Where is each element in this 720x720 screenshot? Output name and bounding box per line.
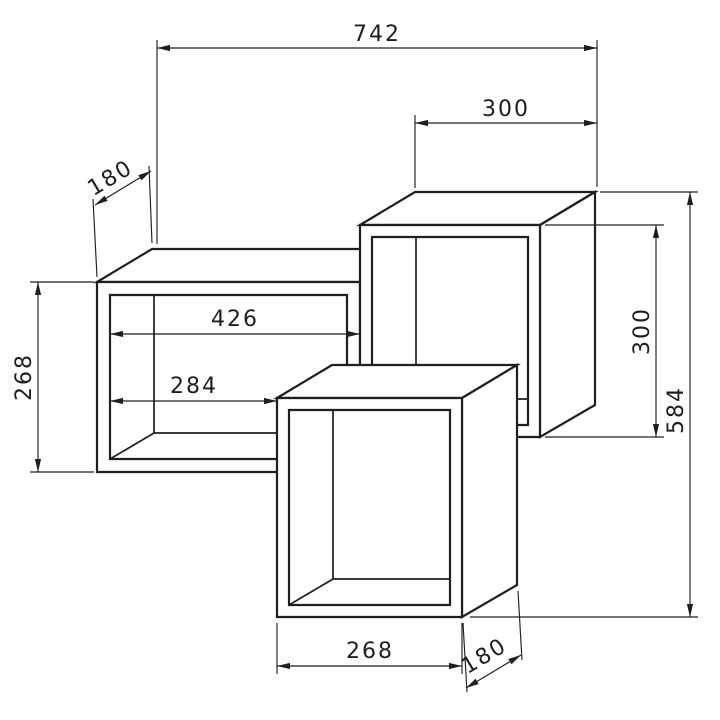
dim-shelf-height: 268 [12, 281, 94, 473]
extension-line [92, 198, 98, 278]
dim-label-overall-width: 742 [353, 22, 401, 47]
dim-label-bottom-box-depth: 180 [458, 633, 512, 679]
dim-label-top-box-width: 300 [482, 97, 530, 122]
bottom-cube-opening [287, 408, 452, 607]
dim-label-shelf-height: 268 [12, 353, 37, 401]
top-cube-right-face [538, 190, 597, 439]
dim-top-box-height: 300 [545, 224, 664, 438]
dim-shelf-inner-upper: 426 [110, 307, 360, 338]
bottom-cube-interior-edges [288, 410, 450, 606]
dim-label-bottom-box-width: 268 [346, 639, 394, 664]
dim-overall-width: 742 [156, 22, 598, 244]
dim-label-top-box-height: 300 [630, 307, 655, 355]
dim-label-shelf-inner-upper: 426 [211, 307, 259, 332]
dim-shelf-inner-lower: 284 [110, 374, 277, 405]
dim-label-shelf-inner-lower: 284 [170, 374, 218, 399]
dim-bottom-box-width: 268 [276, 623, 463, 674]
bottom-cube-right-face [460, 363, 519, 619]
dimension-line [94, 170, 152, 206]
dim-label-overall-height: 584 [664, 386, 689, 434]
dimension-line [465, 654, 522, 689]
dim-top-box-width: 300 [414, 97, 597, 188]
bottom-cube [273, 363, 521, 619]
dim-label-shelf-depth: 180 [84, 155, 138, 201]
extension-line [517, 590, 523, 661]
dim-overall-height: 584 [470, 191, 698, 618]
dimensions: 742 300 180 268 426 284 [12, 22, 698, 693]
extension-line [148, 165, 153, 244]
